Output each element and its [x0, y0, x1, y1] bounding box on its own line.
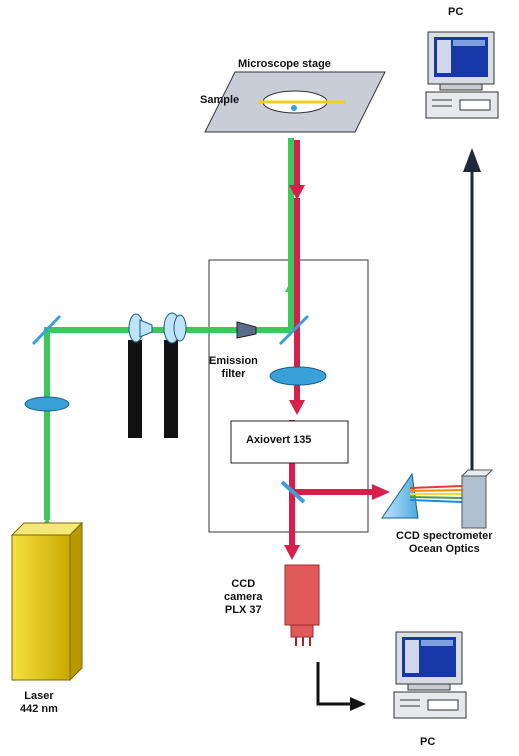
ccd-camera-label-line3: PLX 37 — [224, 604, 262, 616]
ccd-spectrometer-label-line1: CCD spectrometer — [396, 530, 493, 542]
sample-spot — [291, 105, 297, 111]
emission-arrow-filter — [289, 400, 305, 415]
pc-top-label: PC — [448, 6, 464, 18]
mirror-top-left — [31, 314, 62, 346]
spectrum-rays — [409, 485, 463, 503]
ccd-spectrometer-label: CCD spectrometer Ocean Optics — [396, 530, 493, 556]
ccd-camera-label-line2: camera — [224, 591, 263, 603]
lens-vertical — [24, 396, 70, 412]
emission-beam — [289, 140, 372, 545]
pc-bottom-icon — [393, 631, 467, 719]
sample-label: Sample — [200, 94, 240, 106]
emission-arrow-top — [289, 185, 305, 200]
beam-expander — [128, 312, 187, 438]
data-arrow-to-pc — [463, 148, 481, 172]
camera-data-arrow — [350, 697, 366, 711]
dichroic-mirror — [278, 314, 310, 346]
emission-filter-label-line2: filter — [221, 368, 246, 380]
laser-label-line2: 442 nm — [20, 703, 58, 715]
emission-filter-lens — [269, 366, 327, 386]
laser-block — [10, 521, 84, 682]
camera-data-line — [316, 662, 352, 706]
ccd-camera — [284, 564, 320, 646]
emission-arrow-spectrometer — [372, 484, 390, 500]
emission-filter-label: Emission filter — [209, 355, 258, 381]
emission-filter-label-line1: Emission — [209, 355, 258, 367]
ccd-spectrometer-label-line2: Ocean Optics — [408, 543, 480, 555]
laser-label: Laser 442 nm — [20, 690, 58, 716]
ccd-camera-label-line1: CCD — [231, 578, 256, 590]
pc-bottom-label: PC — [420, 736, 436, 748]
microscope-stage-label: Microscope stage — [238, 58, 331, 70]
axiovert-label: Axiovert 135 — [246, 434, 312, 446]
ccd-spectrometer — [460, 469, 494, 529]
pc-top-icon — [425, 31, 499, 119]
laser-label-line1: Laser — [24, 690, 54, 702]
axiovert-box — [230, 420, 349, 464]
excitation-filter — [236, 321, 257, 339]
beam-splitter — [280, 480, 306, 504]
emission-arrow-camera — [284, 545, 300, 560]
prism — [381, 472, 419, 519]
ccd-camera-label: CCD camera PLX 37 — [224, 578, 263, 617]
